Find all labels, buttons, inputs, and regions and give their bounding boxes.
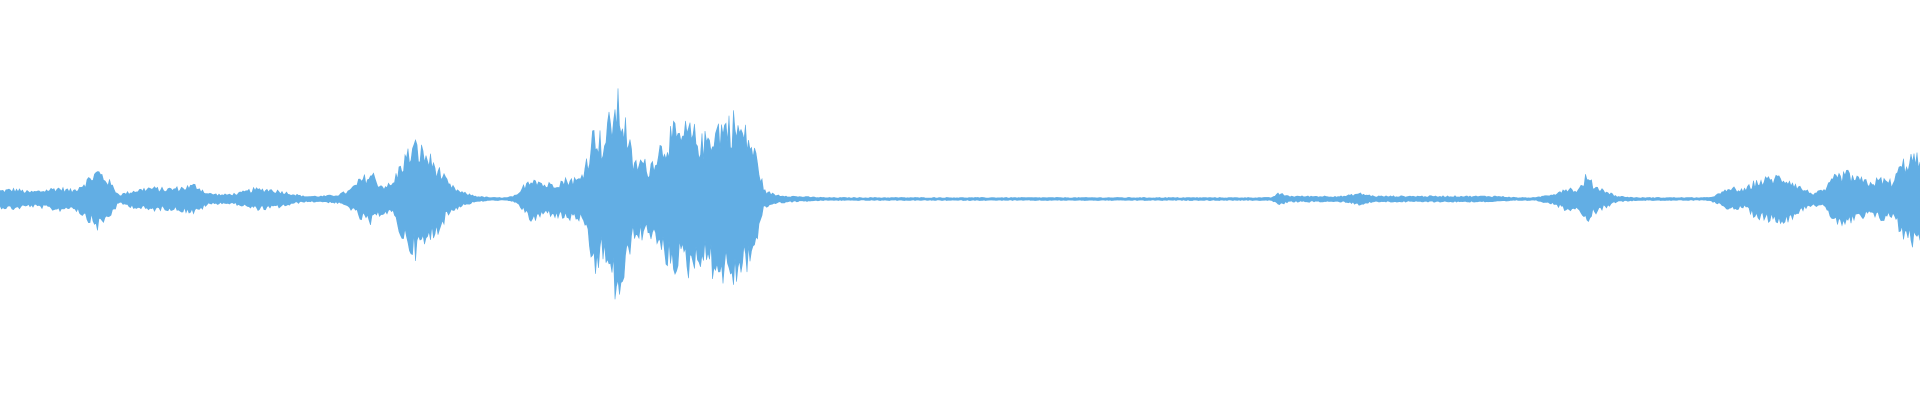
waveform-shape (0, 88, 1920, 300)
